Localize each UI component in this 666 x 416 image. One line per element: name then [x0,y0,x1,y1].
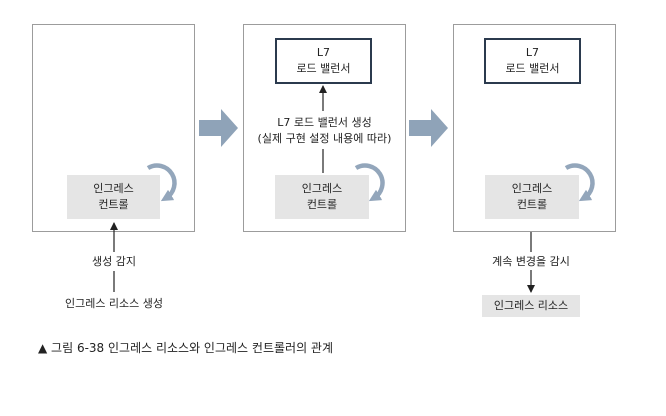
stage-2-loop-icon [354,163,385,202]
stage-2-ingress-controller: 인그레스 컨트롤 [275,175,369,219]
watch-label: 계속 변경을 감시 [492,255,570,268]
flow-arrow-1-to-2 [199,109,238,147]
controller-line-1: 인그레스 [93,182,134,195]
lb-create-note-line-2: (실제 구현 설정 내용에 따라) [257,132,392,145]
controller-line-2: 컨트롤 [98,198,129,211]
source-resource-label: 인그레스 리소스 생성 [64,297,164,310]
detect-label: 생성 감지 [92,255,136,268]
ingress-resource-box: 인그레스 리소스 [482,295,580,317]
stage-2-load-balancer: L7 로드 밸런서 [275,38,372,84]
stage-3-load-balancer: L7 로드 밸런서 [484,38,581,84]
controller-line-1: 인그레스 [511,182,553,195]
stage-3-ingress-controller: 인그레스 컨트롤 [485,175,579,219]
stage-1-ingress-controller: 인그레스 컨트롤 [67,175,160,219]
stage-3-loop-icon [564,163,595,202]
lb-line-1: L7 [316,46,331,59]
controller-line-2: 컨트롤 [516,198,548,211]
figure-caption: ▲ 그림 6-38 인그레스 리소스와 인그레스 컨트롤러의 관계 [38,341,334,355]
lb-line-2: 로드 밸런서 [296,62,351,75]
controller-line-2: 컨트롤 [306,198,338,211]
flow-arrow-2-to-3 [409,109,448,147]
stage-1-loop-icon [146,163,177,202]
lb-line-1: L7 [525,46,540,59]
controller-line-1: 인그레스 [301,182,343,195]
lb-line-2: 로드 밸런서 [505,62,560,75]
resource-label: 인그레스 리소스 [493,299,569,312]
lb-create-note-line-1: L7 로드 밸런서 생성 [277,116,372,129]
